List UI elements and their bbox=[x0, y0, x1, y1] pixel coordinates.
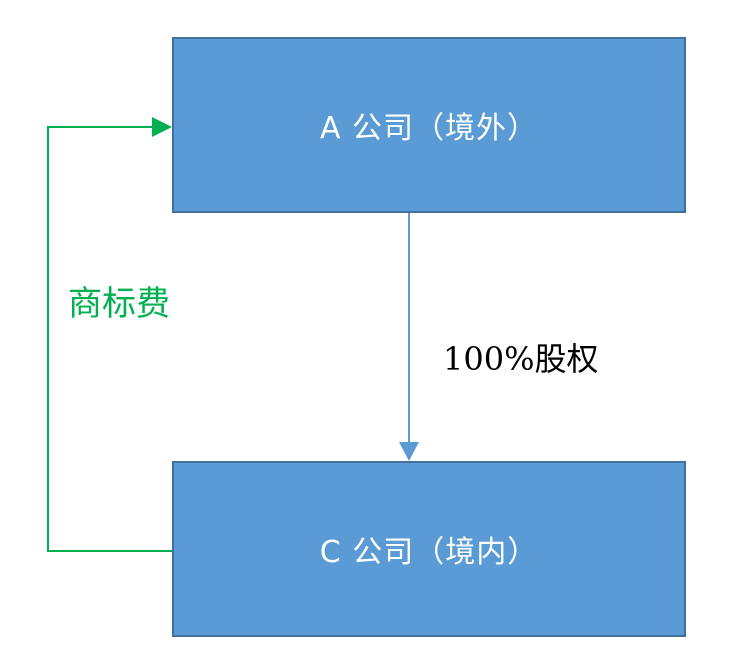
trademark-fee-arrowhead bbox=[152, 117, 172, 137]
company-a-label: A 公司（境外） bbox=[319, 111, 539, 146]
company-c-label: C 公司（境内） bbox=[319, 535, 539, 570]
trademark-fee-arrow bbox=[47, 126, 172, 552]
equity-arrowhead bbox=[399, 442, 419, 461]
equity-label: 100%股权 bbox=[443, 340, 599, 378]
company-a-box: A 公司（境外） bbox=[172, 37, 686, 213]
trademark-fee-label: 商标费 bbox=[68, 284, 170, 324]
company-c-box: C 公司（境内） bbox=[172, 461, 686, 637]
